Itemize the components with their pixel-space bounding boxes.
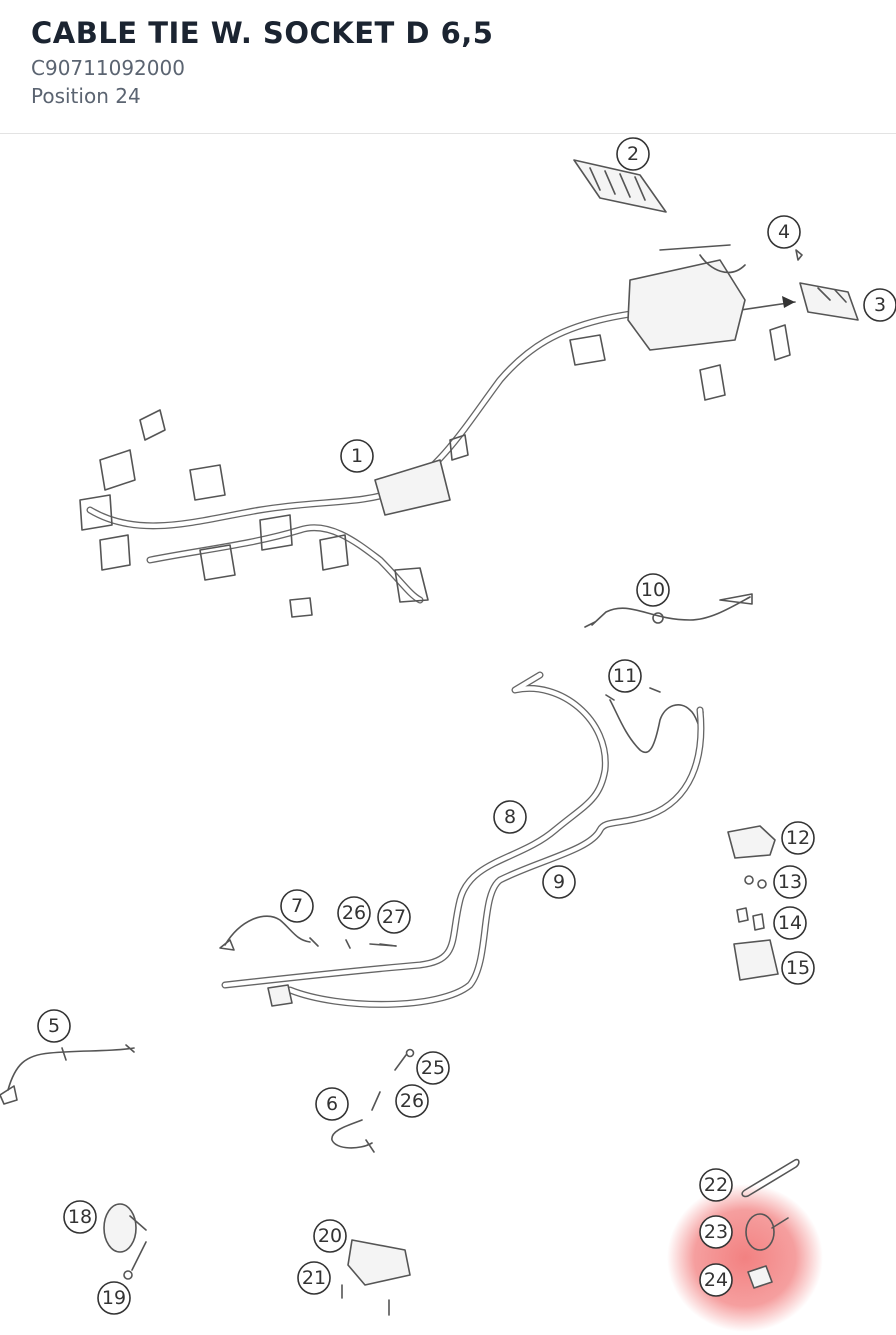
part-20-bracket[interactable] [347, 1239, 411, 1286]
part-1-main-harness[interactable] [79, 244, 791, 618]
part-15-relay[interactable] [733, 939, 779, 981]
part-23-cable-tie[interactable] [745, 1213, 789, 1251]
callout-14[interactable]: 14 [773, 906, 807, 940]
svg-text:6: 6 [326, 1093, 338, 1115]
part-8-cable[interactable] [221, 671, 609, 989]
part-21-screws[interactable] [341, 1284, 390, 1316]
part-3-fuse-box[interactable] [699, 282, 859, 321]
svg-text:18: 18 [68, 1206, 92, 1228]
callout-24[interactable]: 24 [699, 1263, 733, 1297]
svg-text:4: 4 [778, 221, 790, 243]
svg-text:15: 15 [786, 957, 810, 979]
part-11-cable[interactable] [605, 687, 704, 754]
svg-text:11: 11 [613, 665, 637, 687]
callout-15[interactable]: 15 [781, 951, 815, 985]
callout-22[interactable]: 22 [699, 1168, 733, 1202]
callout-1[interactable]: 1 [340, 439, 374, 473]
callout-26-upper[interactable]: 26 [337, 896, 371, 930]
svg-text:20: 20 [318, 1225, 342, 1247]
part-2-connector-block[interactable] [573, 159, 667, 213]
callout-12[interactable]: 12 [781, 821, 815, 855]
part-7-cable[interactable] [219, 915, 397, 951]
svg-text:13: 13 [778, 871, 802, 893]
svg-text:5: 5 [48, 1015, 60, 1037]
part-4-clip[interactable] [795, 249, 803, 261]
callout-10[interactable]: 10 [636, 573, 670, 607]
part-18-horn[interactable] [103, 1203, 147, 1271]
callout-19[interactable]: 19 [97, 1281, 131, 1315]
exploded-parts-diagram: 1 2 3 4 5 6 7 8 9 10 11 12 13 14 15 18 1… [0, 137, 896, 1332]
svg-text:10: 10 [641, 579, 665, 601]
part-position: Position 24 [31, 84, 141, 108]
part-19-nut[interactable] [123, 1270, 133, 1280]
svg-text:3: 3 [874, 294, 886, 316]
svg-text:23: 23 [704, 1221, 728, 1243]
part-number: C90711092000 [31, 56, 185, 80]
callout-20[interactable]: 20 [313, 1219, 347, 1253]
svg-text:25: 25 [421, 1057, 445, 1079]
callout-11[interactable]: 11 [608, 659, 642, 693]
svg-text:19: 19 [102, 1287, 126, 1309]
part-10-cable[interactable] [584, 593, 753, 628]
part-14-clips[interactable] [736, 907, 765, 931]
callout-2[interactable]: 2 [616, 137, 650, 171]
svg-text:24: 24 [704, 1269, 728, 1291]
callout-21[interactable]: 21 [297, 1261, 331, 1295]
callout-25[interactable]: 25 [416, 1051, 450, 1085]
callout-26-lower[interactable]: 26 [395, 1084, 429, 1118]
svg-text:26: 26 [400, 1090, 424, 1112]
svg-text:1: 1 [351, 445, 363, 467]
svg-text:7: 7 [291, 895, 303, 917]
part-5-cable[interactable] [0, 1044, 135, 1105]
part-title: CABLE TIE W. SOCKET D 6,5 [31, 16, 494, 50]
part-12-cover[interactable] [727, 825, 776, 859]
part-27-bolt[interactable] [379, 943, 397, 947]
part-22-strap[interactable] [741, 1158, 800, 1198]
svg-text:21: 21 [302, 1267, 326, 1289]
callout-4[interactable]: 4 [767, 215, 801, 249]
svg-text:2: 2 [627, 143, 639, 165]
callout-18[interactable]: 18 [63, 1200, 97, 1234]
callout-13[interactable]: 13 [773, 865, 807, 899]
callout-8[interactable]: 8 [493, 800, 527, 834]
svg-text:27: 27 [382, 906, 406, 928]
part-6-sensor[interactable] [331, 1048, 415, 1153]
part-13-screws[interactable] [744, 875, 767, 889]
part-9-cable[interactable] [267, 706, 705, 1008]
callout-9[interactable]: 9 [542, 865, 576, 899]
callout-6[interactable]: 6 [315, 1087, 349, 1121]
svg-text:8: 8 [504, 806, 516, 828]
callout-3[interactable]: 3 [863, 288, 896, 322]
svg-text:22: 22 [704, 1174, 728, 1196]
callout-5[interactable]: 5 [37, 1009, 71, 1043]
svg-text:12: 12 [786, 827, 810, 849]
part-24-cable-tie-socket[interactable] [747, 1265, 773, 1289]
selection-highlight [667, 1184, 823, 1332]
svg-text:9: 9 [553, 871, 565, 893]
callout-7[interactable]: 7 [280, 889, 314, 923]
callout-27[interactable]: 27 [377, 900, 411, 934]
callout-23[interactable]: 23 [699, 1215, 733, 1249]
svg-text:26: 26 [342, 902, 366, 924]
part-header: CABLE TIE W. SOCKET D 6,5 C90711092000 P… [0, 0, 896, 134]
svg-text:14: 14 [778, 912, 802, 934]
